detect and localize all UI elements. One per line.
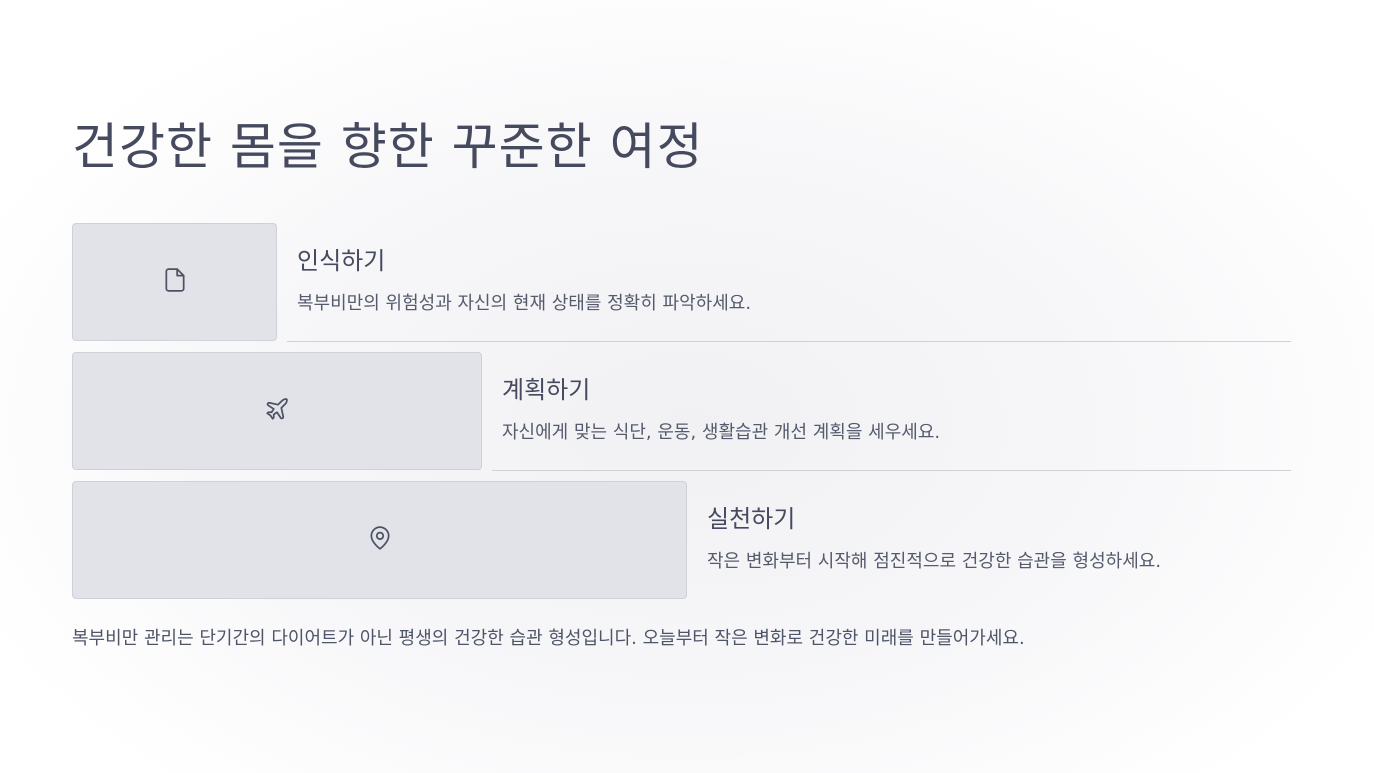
step-recognize-title: 인식하기 <box>297 247 386 275</box>
map-pin-icon <box>367 525 393 555</box>
step-act-icon-box <box>72 481 687 599</box>
step-plan-content: 계획하기 자신에게 맞는 식단, 운동, 생활습관 개선 계획을 세우세요. <box>492 352 1291 471</box>
footer-text: 복부비만 관리는 단기간의 다이어트가 아닌 평생의 건강한 습관 형성입니다.… <box>72 628 1025 649</box>
step-plan-description: 자신에게 맞는 식단, 운동, 생활습관 개선 계획을 세우세요. <box>502 422 941 443</box>
step-recognize-content: 인식하기 복부비만의 위험성과 자신의 현재 상태를 정확히 파악하세요. <box>287 223 1291 342</box>
page-title: 건강한 몸을 향한 꾸준한 여정 <box>72 118 704 176</box>
step-act: 실천하기 작은 변화부터 시작해 점진적으로 건강한 습관을 형성하세요. <box>72 481 1291 599</box>
step-plan: 계획하기 자신에게 맞는 식단, 운동, 생활습관 개선 계획을 세우세요. <box>72 352 1291 471</box>
airplane-icon <box>264 396 290 426</box>
step-recognize-description: 복부비만의 위험성과 자신의 현재 상태를 정확히 파악하세요. <box>297 293 752 314</box>
step-plan-icon-box <box>72 352 482 470</box>
step-act-content: 실천하기 작은 변화부터 시작해 점진적으로 건강한 습관을 형성하세요. <box>697 481 1291 599</box>
step-recognize: 인식하기 복부비만의 위험성과 자신의 현재 상태를 정확히 파악하세요. <box>72 223 1291 342</box>
step-act-title: 실천하기 <box>707 505 796 533</box>
step-plan-title: 계획하기 <box>502 376 591 404</box>
step-recognize-icon-box <box>72 223 277 341</box>
step-act-description: 작은 변화부터 시작해 점진적으로 건강한 습관을 형성하세요. <box>707 551 1162 572</box>
document-icon <box>162 267 188 297</box>
